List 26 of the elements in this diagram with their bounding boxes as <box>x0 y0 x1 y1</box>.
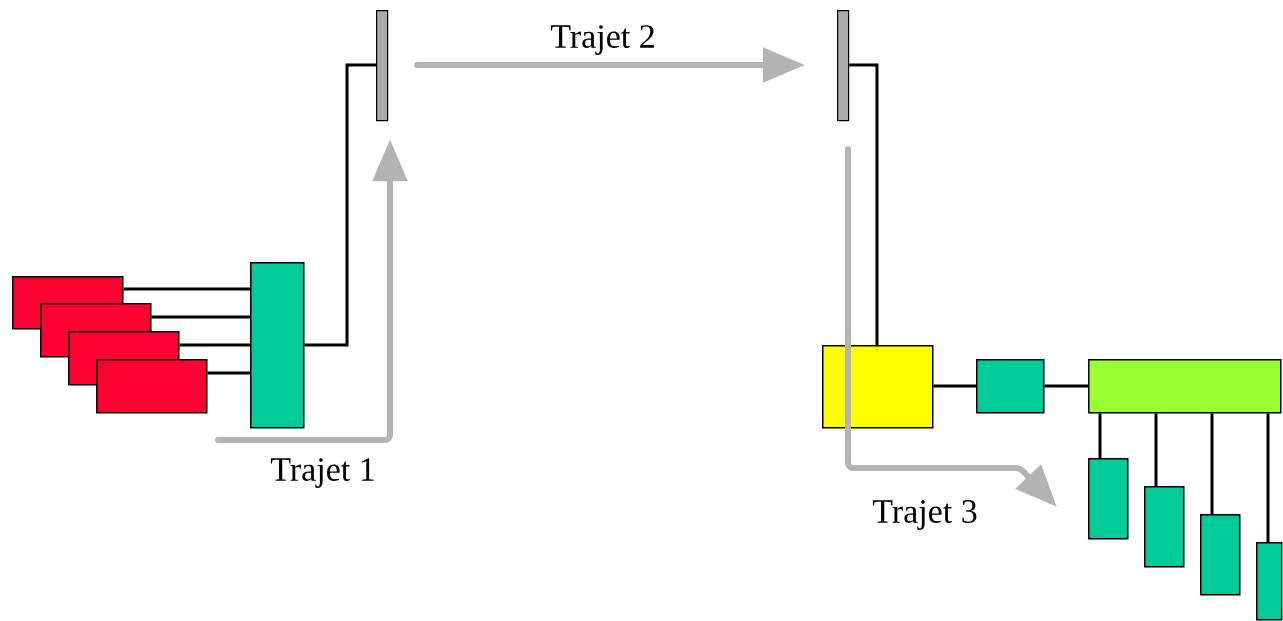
connection-line <box>1098 413 1102 458</box>
module-box <box>1200 514 1241 596</box>
edge-label: Trajet 2 <box>550 25 654 55</box>
connection-line <box>1044 384 1088 388</box>
edge-label: Trajet 3 <box>872 500 977 530</box>
module-box <box>1256 542 1283 621</box>
edge-label: Trajet 1 <box>270 458 374 488</box>
connection-line <box>179 343 250 347</box>
module-box <box>96 359 208 414</box>
connection-line <box>304 63 376 347</box>
module-box <box>1088 458 1129 540</box>
connection-line <box>849 63 879 345</box>
antenna-bar <box>837 10 850 122</box>
connection-line <box>1266 413 1270 542</box>
module-box <box>1144 486 1185 568</box>
connection-line <box>1210 413 1214 514</box>
antenna-bar <box>376 10 389 122</box>
connection-line <box>123 287 250 291</box>
connection-line <box>1154 413 1158 486</box>
connection-line <box>151 315 250 319</box>
bus-bar <box>1088 359 1282 414</box>
gateway-box <box>822 345 934 429</box>
module-box <box>976 359 1045 414</box>
connection-line <box>207 371 250 375</box>
connection-line <box>933 384 976 388</box>
hub-box <box>250 262 305 429</box>
